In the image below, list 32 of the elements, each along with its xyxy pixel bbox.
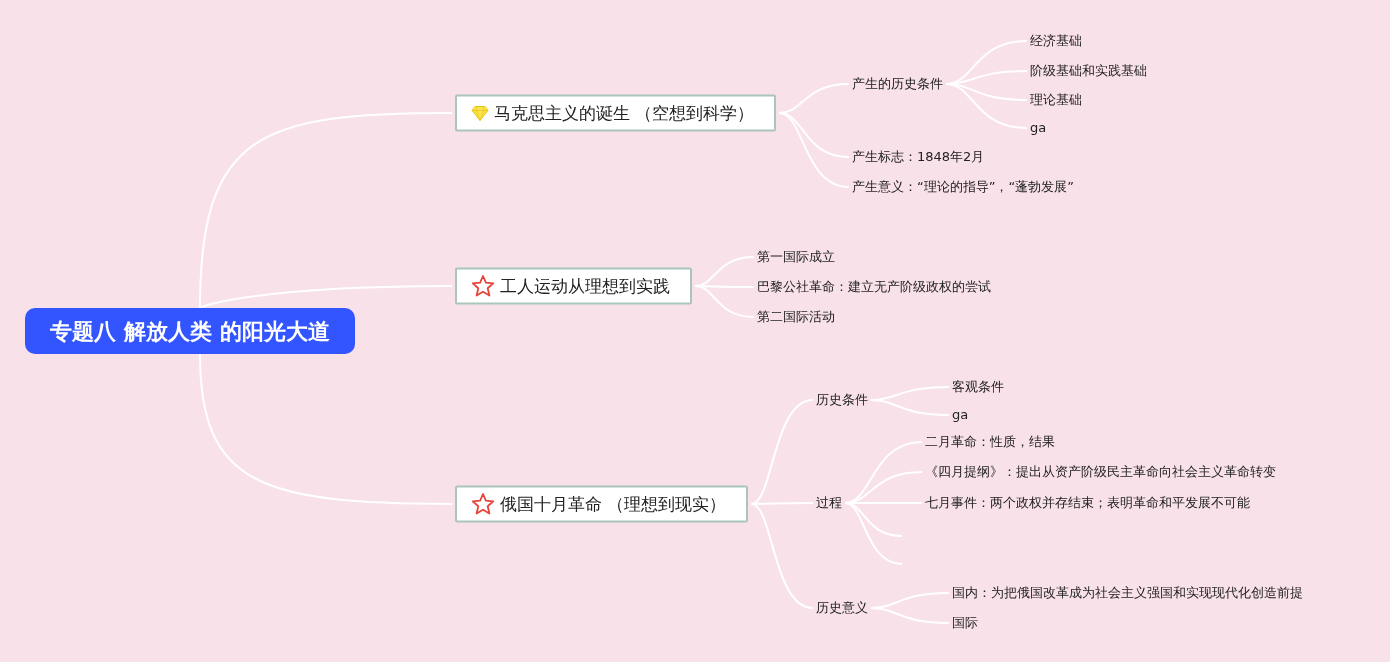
topic-text: 产生标志：1848年2月 [852, 149, 985, 164]
branch-line [750, 399, 814, 505]
topic-box: 马克思主义的诞生 （空想到科学） [455, 94, 777, 132]
topic-text: 产生的历史条件 [852, 76, 943, 91]
branch-line [199, 353, 453, 505]
topic-text: 产生意义：“理论的指导”，“蓬勃发展” [852, 179, 1074, 194]
topic-text: 过程 [816, 495, 842, 510]
branch-line [750, 503, 814, 609]
branch-line [844, 502, 903, 565]
topic-text: 第一国际成立 [757, 249, 835, 264]
topic-text: 七月事件：两个政权并存结束；表明革命和平发展不可能 [925, 495, 1250, 510]
topic-text: 历史条件 [816, 392, 868, 407]
topic-text: 二月革命：性质，结果 [925, 434, 1055, 449]
topic-text: 理论基础 [1030, 92, 1082, 107]
topic-text: ga [952, 407, 969, 422]
topic-text: 第二国际活动 [757, 309, 835, 324]
central-topic: 专题八 解放人类 的阳光大道 [25, 308, 355, 354]
branch-line [778, 112, 850, 188]
topic-text: 阶级基础和实践基础 [1030, 63, 1147, 78]
topic-text: 历史意义 [816, 600, 868, 615]
branch-line [199, 112, 453, 309]
topic-text: 经济基础 [1030, 33, 1082, 48]
topic-box: 俄国十月革命 （理想到现实） [455, 485, 749, 523]
branch-line [199, 285, 453, 309]
topic-text: 《四月提纲》：提出从资产阶级民主革命向社会主义革命转变 [925, 464, 1276, 479]
topic-text: 国际 [952, 615, 978, 630]
branch-line [694, 285, 755, 318]
topic-text: 客观条件 [952, 379, 1004, 394]
topic-box: 工人运动从理想到实践 [455, 267, 692, 305]
topic-text: 巴黎公社革命：建立无产阶级政权的尝试 [757, 279, 991, 294]
topic-text: 国内：为把俄国改革成为社会主义强国和实现现代化创造前提 [952, 585, 1303, 600]
topic-text: ga [1030, 120, 1047, 135]
